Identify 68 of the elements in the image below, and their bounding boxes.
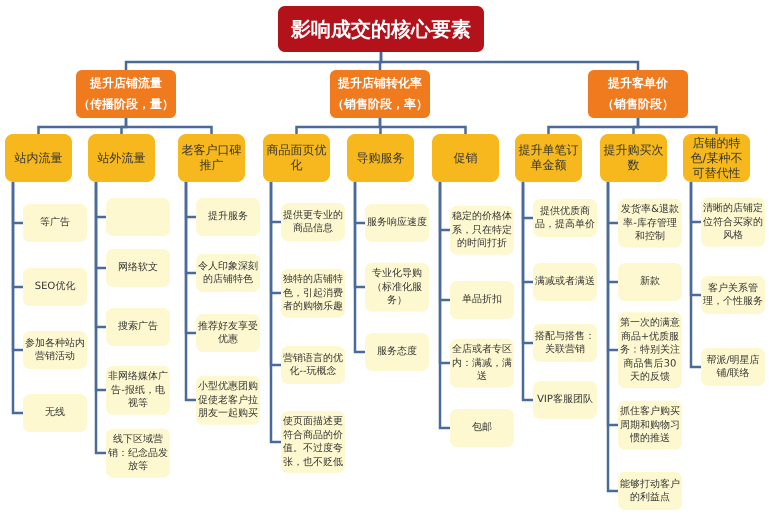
item-box: 抓住客户购买周期和购物习惯的推送: [618, 400, 682, 450]
connector-line: [438, 182, 450, 430]
subcategory-box: 导购服务: [347, 134, 414, 182]
connector-line: [354, 182, 365, 354]
item-box: 推荐好友享受优惠: [196, 314, 260, 352]
box-text: （销售阶段，率）: [332, 96, 428, 113]
item-box: 线下区域营销：纪念品发放等: [106, 428, 170, 478]
subcategory-box: 站内流量: [5, 134, 72, 182]
subcategory-box: 老客户口碑推广: [178, 134, 245, 182]
connector-line: [522, 182, 533, 402]
item-box: 非网络媒体广告-报纸，电视等: [106, 366, 170, 414]
item-box: 提升服务: [196, 198, 260, 236]
connector-line: [124, 118, 213, 134]
box-text: （销售阶段）: [602, 96, 674, 113]
box-text: 提升店铺流量: [90, 75, 162, 92]
connector-line: [380, 52, 640, 70]
item-box: 等广告: [23, 204, 87, 242]
box-text: 提升店铺转化率: [338, 75, 422, 92]
item-box: 单品折扣: [450, 281, 514, 319]
item-box: 网络软文: [106, 249, 170, 287]
category-box: [588, 70, 688, 118]
item-box: 能够打动客户的利益点: [618, 472, 682, 510]
item-box: 清晰的店铺定位符合买家的风格: [701, 198, 765, 246]
category-box: [76, 70, 176, 118]
connector-line: [378, 118, 467, 134]
item-box: 全店或者专区内：满减，满送: [450, 338, 514, 388]
item-box: 令人印象深刻的店铺特色: [196, 254, 260, 292]
title-box: 影响成交的核心要素: [278, 6, 484, 52]
item-box: 小型优惠团购促使老客户拉朋友一起购买: [196, 376, 260, 424]
item-box: 搭配与搭售：关联营销: [533, 324, 597, 362]
subcategory-box: 站外流量: [88, 134, 155, 182]
item-box: 无线: [23, 394, 87, 432]
item-box: 客户关系管理，个性服务: [701, 276, 765, 314]
item-box: 提供更专业的商品信息: [281, 203, 345, 241]
connector-line: [184, 182, 196, 402]
item-box: 帮派/明星店铺/联络: [701, 348, 765, 386]
item-box: 提供优质商品，提高单价: [533, 199, 597, 237]
connector-line: [636, 118, 718, 134]
subcategory-box: 提升购买次数: [600, 134, 667, 182]
item-box: 新款: [618, 263, 682, 301]
category-box: [330, 70, 430, 118]
item-box: 专业化导购（标准化服务）: [365, 262, 429, 312]
item-box: 满减或者满送: [533, 263, 597, 301]
item-box: 稳定的价格体系，只在特定的时间打折: [450, 206, 514, 254]
subcategory-box: 促销: [432, 134, 499, 182]
subcategory-box: 商品面页优化: [263, 134, 330, 182]
connector-line: [94, 182, 106, 454]
connector-line: [270, 182, 281, 444]
item-box: 第一次的满意商品+优质服务：特别关注商品售后30天的反馈: [618, 312, 682, 388]
subcategory-box: 提升单笔订单金额: [515, 134, 582, 182]
subcategory-box: 店铺的特色/某种不可替代性: [683, 134, 750, 182]
item-box: 营销语言的优化--玩概念: [281, 346, 345, 384]
connector-line: [12, 182, 23, 414]
item-box: 发货率&退款率-库存管理和控制: [618, 198, 682, 248]
item-box: 独特的店铺特色，引起消费者的购物乐趣: [281, 268, 345, 318]
item-box: 搜索广告: [106, 308, 170, 346]
item-box: 服务态度: [365, 333, 429, 371]
connector-line: [606, 182, 618, 492]
item-box: 参加各种站内营销活动: [23, 331, 87, 369]
box-text: 提升客单价: [608, 75, 668, 92]
item-box: 包邮: [450, 409, 514, 447]
item-box: 服务响应速度: [365, 204, 429, 242]
item-box: 使页面描述更符合商品的价值。不过度夸张，也不贬低: [281, 411, 345, 473]
connector-line: [690, 182, 701, 368]
box-text: （传播阶段，量）: [78, 96, 174, 113]
item-box: VIP客服团队: [533, 381, 597, 419]
item-box: [106, 198, 170, 236]
item-box: SEO优化: [23, 268, 87, 306]
